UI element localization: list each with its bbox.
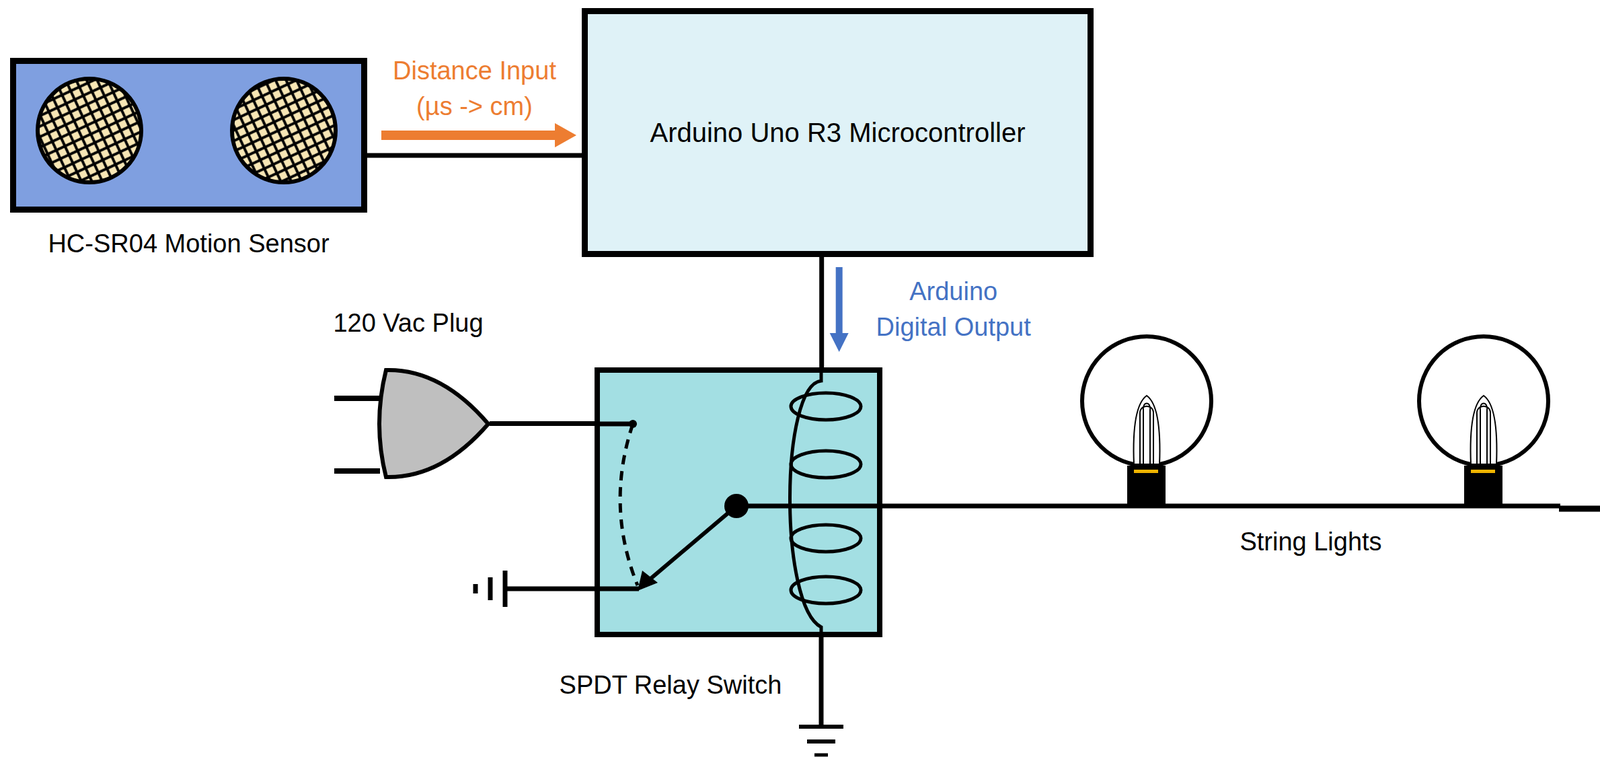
ground-symbol <box>807 739 836 744</box>
pivot-dot <box>724 493 749 518</box>
signal-label: Distance Input (µs -> cm) <box>373 53 576 125</box>
wire <box>594 421 633 427</box>
relay-fill <box>594 367 883 637</box>
plug-body <box>367 367 490 480</box>
wire <box>819 636 824 727</box>
box-label: Arduino Uno R3 Microcontroller <box>649 115 1025 150</box>
switch-arm <box>649 505 737 580</box>
ground-symbol <box>473 583 479 594</box>
connector <box>489 423 595 424</box>
ground-symbol <box>503 570 508 607</box>
switch-throw <box>620 423 638 586</box>
part-name: HC-SR04 Motion Sensor <box>47 227 329 261</box>
sensor-transducers <box>16 63 362 207</box>
part-name: String Lights <box>1239 525 1382 559</box>
light-bulb <box>1419 336 1549 508</box>
wire <box>505 586 639 592</box>
relay-coil <box>789 367 861 637</box>
light-bulb <box>1082 336 1212 508</box>
switch-arrowhead <box>637 570 658 591</box>
relay-box: SPDT Relay Switch <box>594 367 883 637</box>
signal-label: Arduino Digital Output <box>872 273 1035 346</box>
part-name: 120 Vac Plug <box>332 307 483 340</box>
wire <box>1558 505 1600 512</box>
ground-symbol <box>488 577 493 600</box>
ground-symbol <box>814 753 828 757</box>
plug-prong <box>334 395 380 401</box>
ground-symbol <box>798 724 844 729</box>
part-name: SPDT Relay Switch <box>559 669 783 702</box>
sensor-box: HC-SR04 Motion Sensor <box>10 57 368 213</box>
plug-symbol: 120 Vac Plug <box>367 367 490 480</box>
connector <box>821 256 849 368</box>
plug-prong <box>334 468 380 474</box>
process-box: Arduino Uno R3 Microcontroller <box>581 8 1094 257</box>
connector <box>367 123 582 156</box>
